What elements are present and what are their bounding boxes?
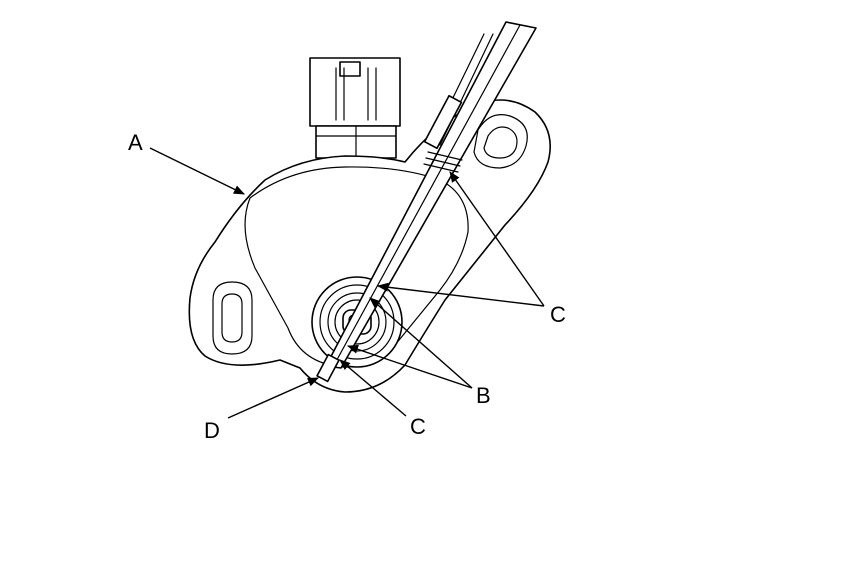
connector	[309, 57, 401, 159]
callout-a: A	[128, 130, 143, 155]
leader-lines	[149, 147, 545, 419]
callout-d: D	[204, 418, 220, 443]
callout-c-upper: C	[550, 302, 566, 327]
callout-b: B	[476, 383, 491, 408]
leader-b-1	[369, 297, 473, 389]
leader-c-lower	[339, 359, 407, 417]
leader-c-upper-1	[449, 171, 545, 307]
leader-d	[227, 377, 320, 419]
leader-a	[149, 147, 246, 195]
sensor-housing	[188, 99, 551, 393]
callout-c-lower: C	[410, 414, 426, 439]
leader-b-2	[346, 344, 473, 389]
leader-c-upper-2	[376, 282, 545, 307]
